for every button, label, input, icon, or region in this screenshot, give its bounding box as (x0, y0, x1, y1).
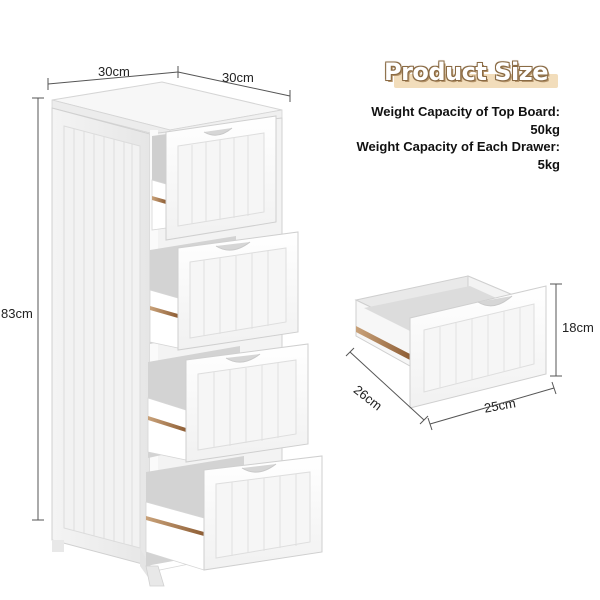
cabinet-depth-label: 30cm (222, 70, 254, 85)
cabinet-side-panel (51, 107, 151, 580)
top-board-capacity-value: 50kg (530, 122, 560, 137)
drawer-height-label: 18cm (562, 320, 594, 335)
heading-underline-bar (394, 74, 558, 88)
cabinet-width-label: 30cm (98, 64, 130, 79)
drawer-capacity-label: Weight Capacity of Each Drawer: (356, 139, 560, 154)
heading-text: Product Size (384, 58, 549, 86)
drawer-dimension-lines (345, 283, 562, 431)
drawer-3 (147, 343, 309, 463)
drawer-capacity-value: 5kg (537, 157, 560, 172)
drawer-2 (149, 231, 299, 351)
cabinet-dimension-lines (32, 66, 291, 521)
drawer-4 (145, 455, 323, 571)
single-drawer (354, 275, 547, 409)
product-size-heading: Product Size (384, 58, 558, 90)
drawer-1 (151, 115, 277, 241)
cabinet-base (52, 540, 165, 587)
cabinet-height-label: 83cm (1, 306, 33, 321)
top-board-capacity-label: Weight Capacity of Top Board: (371, 104, 560, 119)
